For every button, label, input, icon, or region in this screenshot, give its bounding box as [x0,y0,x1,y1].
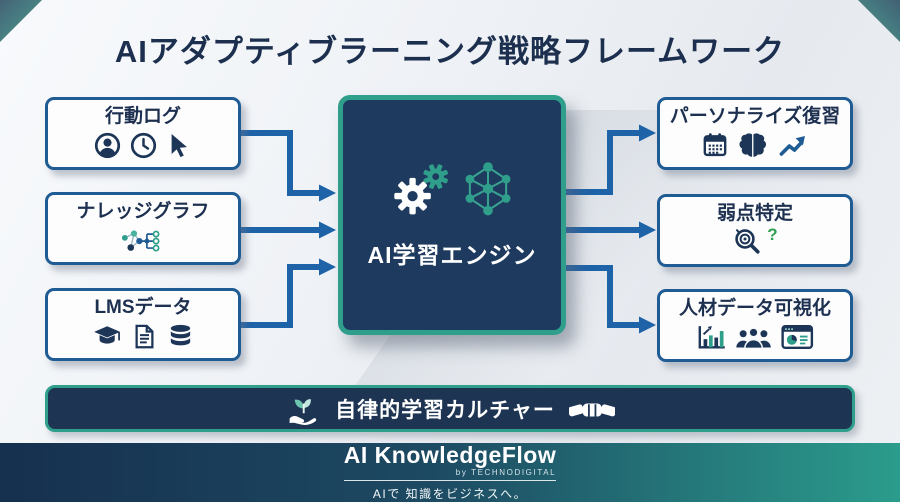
document-icon [135,324,154,349]
arrow-lms-data-to-engine [241,258,336,328]
brand-tagline: AIで 知識をビジネスへ。 [372,487,528,502]
dashboard-icon [781,325,814,350]
input-box-behavior-log: 行動ログ [45,97,241,170]
gears-icon [394,164,448,215]
database-icon [170,324,191,346]
bar-chart-icon [698,326,725,349]
neural-network-icon [465,162,511,216]
trend-up-icon [779,135,806,156]
page-title: AIアダプティブラーニング戦略フレームワーク [114,34,786,69]
brain-icon [739,133,767,157]
arrow-engine-to-personalized-review [565,124,656,195]
box-label: 行動ログ [104,105,181,127]
box-label: 弱点特定 [716,202,793,224]
question-mark: ? [767,225,778,245]
output-box-hr-data-visualization: 人材データ可視化 [657,289,853,362]
brand-byline: by TECHNODIGITAL [455,468,557,478]
box-label: パーソナライズ復習 [669,105,841,127]
box-label: ナレッジグラフ [76,200,210,222]
box-label: 人材データ可視化 [678,297,831,319]
output-box-personalized-review: パーソナライズ復習 [657,97,853,170]
knowledge-graph-icon [122,230,160,252]
calendar-icon [704,133,727,157]
cursor-icon [171,133,187,158]
handshake-icon [568,403,616,416]
culture-label: 自律的学習カルチャー [335,398,555,422]
footer-divider [344,480,556,482]
arrow-engine-to-hr-visualization [565,265,656,334]
graduation-cap-icon [93,326,120,345]
input-box-lms-data: LMSデータ [45,288,241,361]
arrow-behavior-log-to-engine [241,130,336,202]
box-label: LMSデータ [94,296,192,318]
input-box-knowledge-graph: ナレッジグラフ [45,192,241,265]
culture-bar: 自律的学習カルチャー [45,385,855,432]
ai-engine-box: AI学習エンジン [338,95,566,335]
seedling-hand-icon [289,398,316,425]
clock-icon [130,132,156,159]
footer-brand-band: AI KnowledgeFlow by TECHNODIGITAL AIで 知識… [0,443,900,502]
people-icon [736,327,772,350]
target-magnifier-icon [735,229,760,255]
user-icon [94,132,120,159]
engine-label: AI学習エンジン [367,242,537,268]
brand-name: AI KnowledgeFlow [343,441,557,468]
output-box-weakness-identification: 弱点特定 ? [657,194,853,267]
